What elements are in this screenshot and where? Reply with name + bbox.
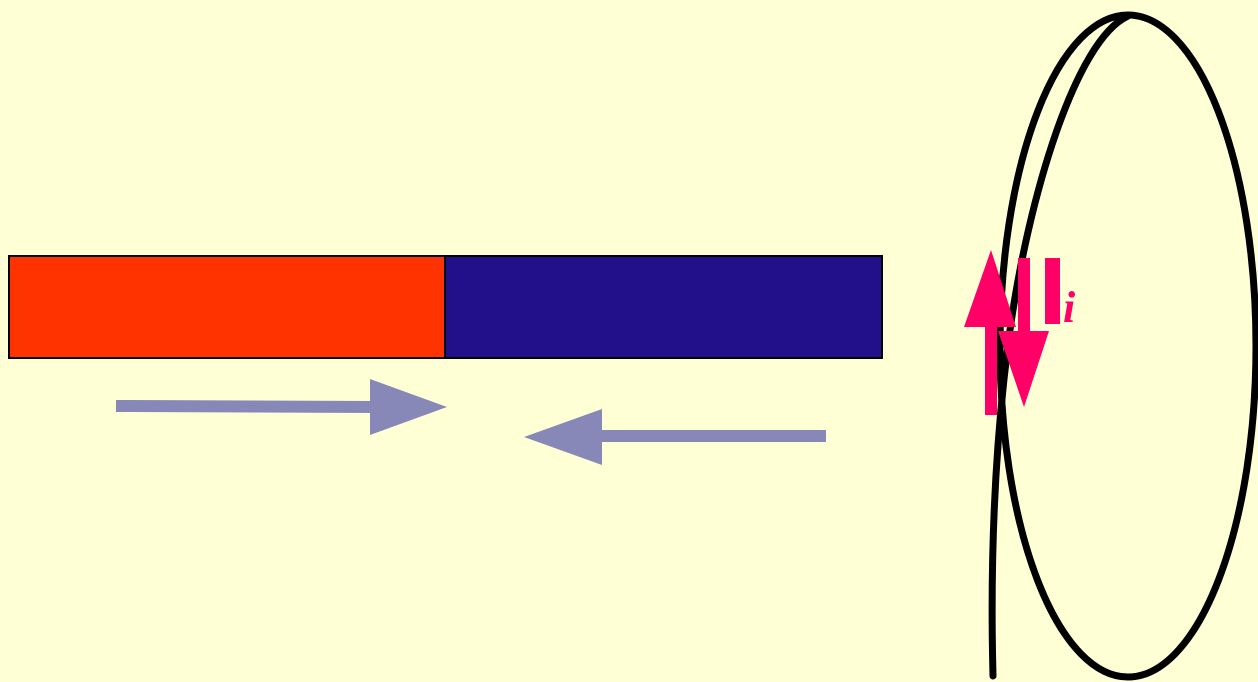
arrow-up-icon (964, 250, 1016, 415)
arrow-right-icon (115, 379, 447, 435)
magnet-right-half (444, 255, 883, 359)
bar-magnet (8, 255, 883, 359)
arrow-right-head (370, 379, 447, 435)
arrow-up-shaft (985, 320, 997, 415)
current-label: i (1063, 283, 1076, 332)
arrow-down-head (998, 331, 1049, 407)
arrow-left-icon (524, 409, 826, 465)
arrow-down-shaft (1018, 258, 1030, 333)
arrow-up-head (964, 250, 1016, 327)
wire-loop (988, 11, 1258, 681)
loop-lead-wire (988, 12, 1132, 680)
magnet-left-half (8, 255, 446, 359)
arrow-down-icon (998, 258, 1049, 407)
arrow-left-head (524, 409, 602, 465)
current-bar (1045, 258, 1060, 324)
arrow-right-shaft (115, 400, 379, 413)
